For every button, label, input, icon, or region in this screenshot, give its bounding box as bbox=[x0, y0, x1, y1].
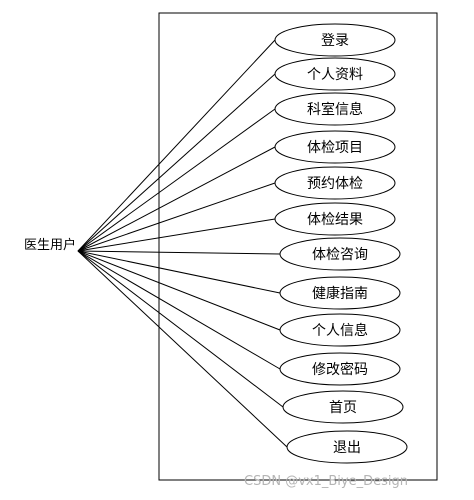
use-case: 退出 bbox=[286, 430, 408, 464]
use-case-label: 修改密码 bbox=[312, 361, 368, 378]
use-case: 首页 bbox=[282, 390, 404, 424]
use-case: 个人信息 bbox=[279, 313, 401, 347]
use-case: 体检项目 bbox=[274, 130, 396, 164]
use-case-label: 首页 bbox=[329, 400, 357, 416]
association-line bbox=[77, 39, 276, 252]
association-line bbox=[77, 146, 276, 252]
association-line bbox=[77, 250, 281, 331]
use-case-label: 预约体检 bbox=[307, 176, 363, 192]
use-case-group: 登录个人资料科室信息体检项目预约体检体检结果体检咨询健康指南个人信息修改密码首页… bbox=[274, 23, 408, 464]
use-case-ellipse bbox=[274, 130, 396, 164]
use-case-label: 科室信息 bbox=[307, 101, 363, 118]
use-case-label: 体检结果 bbox=[307, 212, 363, 228]
association-line bbox=[77, 218, 276, 252]
association-line bbox=[77, 182, 276, 252]
association-line bbox=[77, 250, 281, 370]
use-case: 科室信息 bbox=[274, 92, 396, 126]
use-case-ellipse bbox=[286, 430, 408, 464]
use-case-ellipse bbox=[274, 92, 396, 126]
use-case-ellipse bbox=[282, 390, 404, 424]
association-line bbox=[77, 73, 276, 252]
use-case: 个人资料 bbox=[274, 57, 396, 91]
use-case-ellipse bbox=[279, 237, 401, 271]
use-case-label: 体检咨询 bbox=[312, 247, 368, 263]
association-line bbox=[77, 250, 281, 255]
use-case-ellipse bbox=[279, 352, 401, 386]
association-line bbox=[77, 250, 284, 408]
use-case: 体检结果 bbox=[274, 202, 396, 236]
use-case-label: 登录 bbox=[321, 33, 349, 49]
actor-label: 医生用户 bbox=[24, 237, 76, 253]
use-case-label: 体检项目 bbox=[307, 140, 363, 156]
use-case: 登录 bbox=[274, 23, 396, 57]
use-case: 修改密码 bbox=[279, 352, 401, 386]
use-case-label: 个人信息 bbox=[312, 322, 368, 339]
use-case-label: 健康指南 bbox=[312, 285, 368, 302]
association-line bbox=[77, 250, 288, 448]
use-case-ellipse bbox=[279, 313, 401, 347]
use-case: 健康指南 bbox=[279, 276, 401, 310]
use-case-ellipse bbox=[274, 23, 396, 57]
association-line bbox=[77, 250, 281, 294]
use-case-ellipse bbox=[274, 166, 396, 200]
watermark-text: CSDN @vx1_Biye_Design bbox=[244, 474, 408, 489]
use-case: 预约体检 bbox=[274, 166, 396, 200]
use-case: 体检咨询 bbox=[279, 237, 401, 271]
use-case-ellipse bbox=[279, 276, 401, 310]
use-case-label: 退出 bbox=[333, 440, 361, 456]
association-line bbox=[77, 108, 276, 252]
system-boundary bbox=[158, 12, 438, 481]
use-case-ellipse bbox=[274, 57, 396, 91]
association-lines bbox=[77, 39, 288, 448]
use-case-label: 个人资料 bbox=[307, 67, 363, 83]
use-case-ellipse bbox=[274, 202, 396, 236]
